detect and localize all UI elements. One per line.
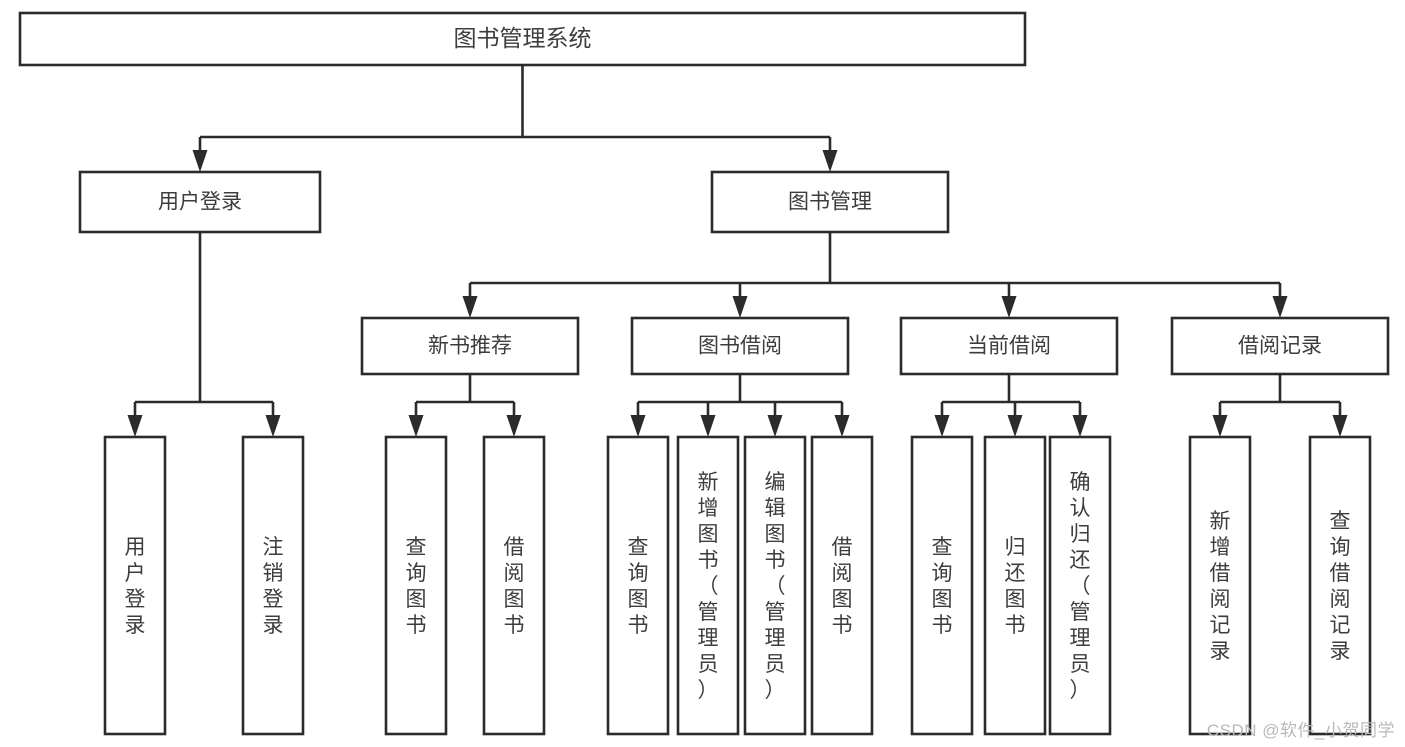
node-current-borrow[interactable]: 当前借阅: [899, 316, 1119, 376]
connector-layer: [127, 65, 1348, 437]
node-book-borrow-label: 图书借阅: [698, 335, 782, 358]
node-leaf-borrow-book-rect: [810, 435, 874, 736]
node-new-book-recommend[interactable]: 新书推荐: [360, 316, 580, 376]
node-leaf-logout-rect: [241, 435, 305, 736]
csdn-watermark: CSDN @软件_小贺同学: [1206, 721, 1395, 740]
node-book-manage-label: 图书管理: [788, 191, 872, 214]
node-root-rect: [18, 11, 1027, 67]
node-current-borrow-label: 当前借阅: [967, 335, 1051, 358]
node-leaf-query-book-current-rect: [910, 435, 974, 736]
node-new-book-recommend-label: 新书推荐: [428, 335, 512, 358]
node-leaf-add-book[interactable]: 新增图书（管理员）: [676, 435, 740, 736]
node-leaf-query-book-current[interactable]: 查询图书: [910, 435, 974, 736]
node-leaf-borrow-book-rec-label: 借阅图书: [504, 536, 525, 637]
node-leaf-query-record-rect: [1308, 435, 1372, 736]
node-layer: 图书管理系统用户登录图书管理新书推荐图书借阅当前借阅借阅记录用户登录注销登录查询…: [18, 11, 1390, 736]
node-book-manage[interactable]: 图书管理: [710, 170, 950, 234]
node-leaf-query-book-rec-label: 查询图书: [406, 536, 427, 637]
node-leaf-borrow-book-rec[interactable]: 借阅图书: [482, 435, 546, 736]
node-book-borrow-rect: [630, 316, 850, 376]
node-current-borrow-rect: [899, 316, 1119, 376]
node-leaf-add-book-label: 新增图书（管理员）: [698, 471, 719, 702]
node-leaf-user-login-label: 用户登录: [125, 536, 146, 637]
node-leaf-logout-label: 注销登录: [263, 536, 284, 637]
node-root-label: 图书管理系统: [454, 25, 592, 51]
node-leaf-add-record-rect: [1188, 435, 1252, 736]
node-leaf-query-book-rec[interactable]: 查询图书: [384, 435, 448, 736]
node-borrow-record-rect: [1170, 316, 1390, 376]
node-leaf-logout[interactable]: 注销登录: [241, 435, 305, 736]
node-user-login-label: 用户登录: [158, 191, 242, 214]
node-leaf-query-book-rec-rect: [384, 435, 448, 736]
node-user-login[interactable]: 用户登录: [78, 170, 322, 234]
node-leaf-user-login-rect: [103, 435, 167, 736]
node-leaf-edit-book-label: 编辑图书（管理员）: [765, 471, 786, 702]
node-leaf-borrow-book[interactable]: 借阅图书: [810, 435, 874, 736]
node-leaf-query-record[interactable]: 查询借阅记录: [1308, 435, 1372, 736]
node-leaf-borrow-book-rec-rect: [482, 435, 546, 736]
node-leaf-query-record-label: 查询借阅记录: [1330, 510, 1351, 663]
node-user-login-rect: [78, 170, 322, 234]
node-leaf-confirm-return-rect: [1048, 435, 1112, 736]
node-borrow-record[interactable]: 借阅记录: [1170, 316, 1390, 376]
node-book-borrow[interactable]: 图书借阅: [630, 316, 850, 376]
node-leaf-query-book-current-label: 查询图书: [932, 536, 953, 637]
node-leaf-return-book-rect: [983, 435, 1047, 736]
node-leaf-return-book[interactable]: 归还图书: [983, 435, 1047, 736]
node-leaf-edit-book-rect: [743, 435, 807, 736]
node-leaf-borrow-book-label: 借阅图书: [832, 536, 853, 637]
node-leaf-query-book-borrow-label: 查询图书: [628, 536, 649, 637]
node-leaf-confirm-return[interactable]: 确认归还（管理员）: [1048, 435, 1112, 736]
node-leaf-add-record[interactable]: 新增借阅记录: [1188, 435, 1252, 736]
node-leaf-return-book-label: 归还图书: [1005, 536, 1026, 637]
node-leaf-query-book-borrow-rect: [606, 435, 670, 736]
node-book-manage-rect: [710, 170, 950, 234]
node-leaf-add-record-label: 新增借阅记录: [1210, 510, 1231, 663]
node-leaf-add-book-rect: [676, 435, 740, 736]
node-borrow-record-label: 借阅记录: [1238, 335, 1322, 358]
node-root[interactable]: 图书管理系统: [18, 11, 1027, 67]
node-leaf-user-login[interactable]: 用户登录: [103, 435, 167, 736]
node-leaf-edit-book[interactable]: 编辑图书（管理员）: [743, 435, 807, 736]
node-new-book-recommend-rect: [360, 316, 580, 376]
node-leaf-confirm-return-label: 确认归还（管理员）: [1070, 471, 1091, 702]
node-leaf-query-book-borrow[interactable]: 查询图书: [606, 435, 670, 736]
